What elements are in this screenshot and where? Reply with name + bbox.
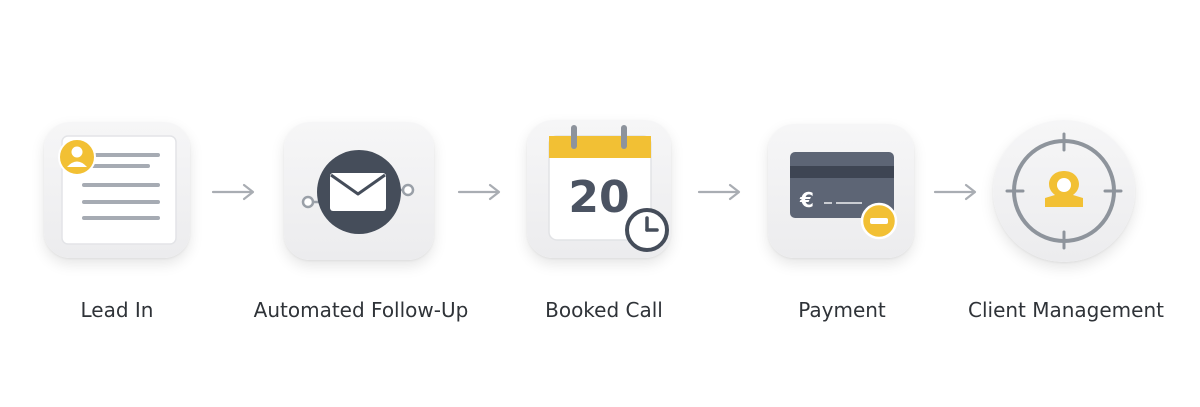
step-label-automated-follow-up: Automated Follow-Up	[253, 298, 469, 322]
step-payment-tile: €	[768, 124, 914, 258]
calendar-day-number: 20	[568, 172, 629, 223]
step-lead-in-tile	[44, 122, 190, 258]
lead-form-icon	[58, 135, 177, 245]
step-client-management-tile	[993, 120, 1135, 262]
step-booked-call-tile: 20	[527, 120, 671, 258]
currency-symbol: €	[799, 188, 814, 212]
arrow-right-icon	[697, 183, 741, 201]
step-label-booked-call: Booked Call	[545, 298, 663, 322]
step-label-client-management: Client Management	[967, 298, 1164, 322]
step-label-lead-in: Lead In	[80, 298, 154, 322]
email-automation-icon	[301, 150, 415, 234]
arrow-right-icon	[933, 183, 977, 201]
client-target-icon	[1005, 132, 1123, 250]
step-automated-follow-up-tile	[284, 122, 434, 260]
step-label-payment: Payment	[798, 298, 886, 322]
calendar-clock-icon: 20	[548, 125, 669, 252]
arrow-right-icon	[457, 183, 501, 201]
credit-card-minus-icon: €	[790, 152, 898, 240]
arrow-right-icon	[211, 183, 255, 201]
